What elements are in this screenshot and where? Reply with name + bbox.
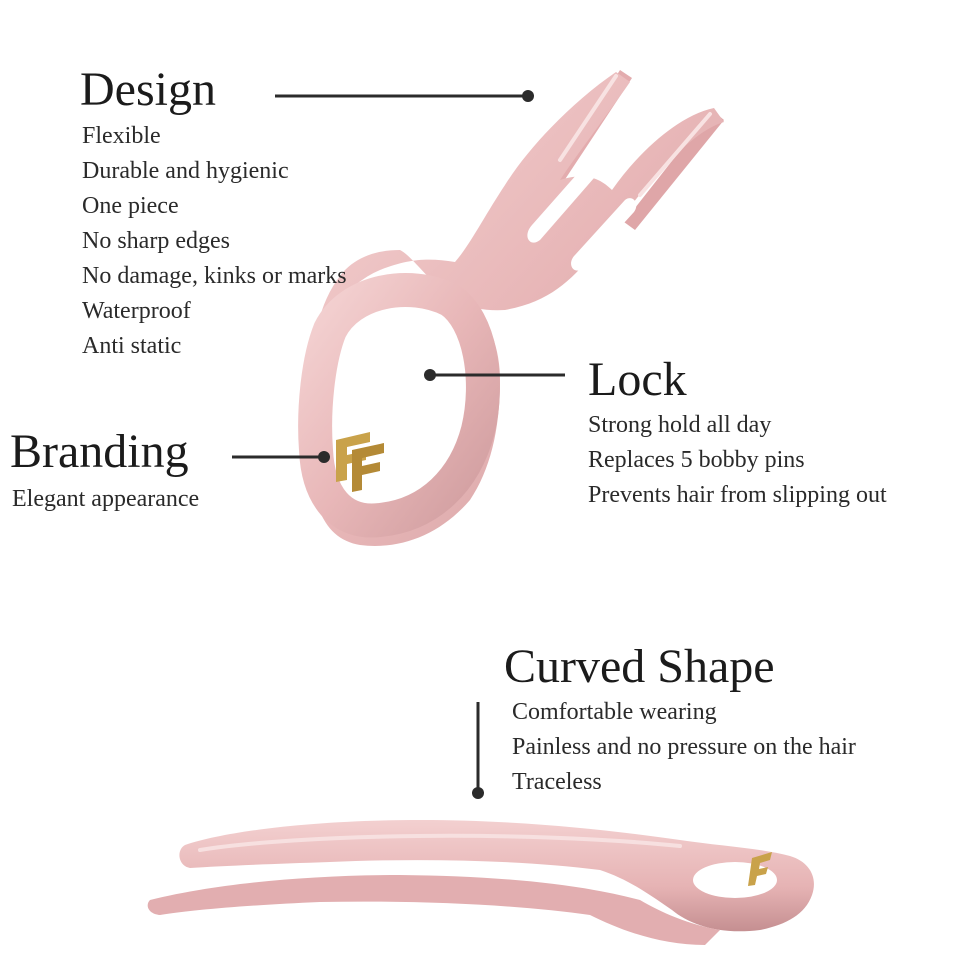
design-heading: Design (80, 63, 216, 116)
curved-shape-feature-item: Comfortable wearing (512, 699, 717, 725)
left-slot (527, 163, 597, 243)
curved-shape-feature-item: Painless and no pressure on the hair (512, 734, 856, 760)
right-slot (571, 198, 637, 271)
design-feature-item: Flexible (82, 123, 161, 149)
curved-shape-feature-item: Traceless (512, 769, 602, 795)
lock-leader-dot (424, 369, 436, 381)
leader-lines (232, 90, 565, 799)
lock-feature-list: Strong hold all day Replaces 5 bobby pin… (588, 408, 887, 513)
design-feature-item: One piece (82, 193, 179, 219)
design-feature-item: No sharp edges (82, 228, 230, 254)
design-feature-item: Durable and hygienic (82, 158, 289, 184)
curved-shape-leader-dot (472, 787, 484, 799)
pin-body (304, 72, 724, 546)
right-prong (624, 110, 724, 230)
branding-leader-dot (318, 451, 330, 463)
side-pin-bottom-prong (147, 875, 720, 945)
hair-pin-front-view (298, 70, 724, 546)
branding-subtitle: Elegant appearance (12, 486, 200, 512)
lock-feature-item: Prevents hair from slipping out (588, 482, 887, 508)
hair-pin-side-view (147, 820, 814, 945)
side-pin-top-prong (179, 820, 814, 932)
curved-shape-heading: Curved Shape (504, 640, 775, 693)
design-feature-item: No damage, kinks or marks (82, 263, 347, 289)
branding-heading: Branding (10, 425, 189, 478)
lock-feature-item: Strong hold all day (588, 412, 772, 438)
lock-heading: Lock (588, 353, 687, 406)
ff-monogram-logo-icon (748, 852, 772, 886)
side-pin-loop (693, 862, 777, 898)
design-feature-list: Flexible Durable and hygienic One piece … (82, 119, 347, 364)
design-feature-item: Anti static (82, 333, 182, 359)
design-leader-dot (522, 90, 534, 102)
lock-feature-item: Replaces 5 bobby pins (588, 447, 805, 473)
curved-shape-feature-list: Comfortable wearing Painless and no pres… (512, 695, 856, 800)
ff-monogram-logo-icon (336, 432, 384, 492)
design-feature-item: Waterproof (82, 298, 191, 324)
